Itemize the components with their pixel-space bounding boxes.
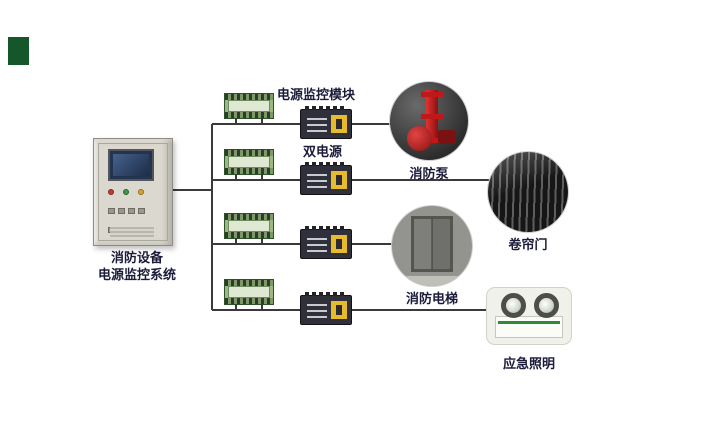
monitoring-cabinet <box>93 138 173 246</box>
cabinet-door <box>98 143 168 241</box>
module-faceplate <box>228 156 270 168</box>
module-lead <box>261 174 263 179</box>
ats-marking <box>307 250 327 252</box>
power-monitor-module-2 <box>224 149 274 179</box>
ats-marking <box>307 244 327 246</box>
dual-power-switch-4 <box>300 292 352 325</box>
dual-power-switch-2 <box>300 162 352 195</box>
indicator-red <box>108 189 114 195</box>
pump-motor <box>438 130 456 144</box>
fire-elevator-photo <box>392 206 472 286</box>
indicator-yellow <box>138 189 145 195</box>
module-faceplate <box>228 100 270 112</box>
ats-terminals <box>305 226 347 230</box>
label-roller-door: 卷帘门 <box>508 238 548 253</box>
module-terminals <box>225 94 273 100</box>
keypad-key <box>118 208 125 214</box>
label-emergency-lighting: 应急照明 <box>502 357 555 372</box>
emergency-lamp-left <box>501 293 526 318</box>
power-monitor-module-4 <box>224 279 274 309</box>
emergency-lamp-right <box>534 293 559 318</box>
ats-terminals <box>305 292 347 296</box>
ats-marking <box>307 118 327 120</box>
ats-marking <box>307 310 327 312</box>
label-dual-power: 双电源 <box>303 145 343 160</box>
pump-flange <box>421 138 443 143</box>
module-terminals <box>225 214 273 220</box>
keypad-key <box>138 208 145 214</box>
module-terminals <box>225 112 273 118</box>
fire-pump-photo <box>390 82 468 160</box>
module-lead <box>261 304 263 309</box>
brand-logo-icon <box>8 37 29 65</box>
ats-marking <box>307 186 327 188</box>
module-terminals <box>225 232 273 238</box>
ats-terminals <box>305 106 347 110</box>
label-fire-elevator: 消防电梯 <box>405 292 458 307</box>
module-terminals <box>225 168 273 174</box>
module-lead <box>261 118 263 123</box>
emergency-light-photo <box>486 287 572 345</box>
ats-marking <box>307 130 327 132</box>
module-faceplate <box>228 286 270 298</box>
module-terminals <box>225 280 273 286</box>
ats-terminals <box>305 162 347 166</box>
ats-marking <box>307 238 327 240</box>
cabinet-title-line1: 消防设备 <box>110 251 163 266</box>
roller-door-photo <box>488 152 568 232</box>
ats-handle <box>336 175 342 185</box>
ats-handle <box>336 239 342 249</box>
emergency-light-body <box>495 316 563 338</box>
indicator-green <box>123 189 130 195</box>
label-fire-pump: 消防泵 <box>409 167 449 182</box>
cabinet-vent <box>110 227 154 237</box>
module-lead <box>235 304 237 309</box>
dual-power-switch-3 <box>300 226 352 259</box>
roller-door-highlight <box>488 152 568 232</box>
dual-power-switch-1 <box>300 106 352 139</box>
cabinet-title-line2: 电源监控系统 <box>97 268 176 283</box>
ats-marking <box>307 304 327 306</box>
keypad-key <box>128 208 135 214</box>
module-lead <box>235 238 237 243</box>
cabinet-display-screen <box>108 149 154 181</box>
elevator-floor <box>392 276 472 286</box>
pump-flange <box>421 92 443 97</box>
module-lead <box>235 118 237 123</box>
pump-volute <box>407 126 432 151</box>
ats-marking <box>307 316 327 318</box>
ats-marking <box>307 174 327 176</box>
cabinet-screen-glow <box>113 154 149 176</box>
cabinet-title: 消防设备 电源监控系统 <box>57 250 217 284</box>
module-terminals <box>225 298 273 304</box>
cabinet-indicator-lights <box>108 189 158 214</box>
ats-handle <box>336 305 342 315</box>
module-lead <box>235 174 237 179</box>
ats-marking <box>307 180 327 182</box>
ats-marking <box>307 124 327 126</box>
module-terminals <box>225 150 273 156</box>
emergency-light-green-stripe <box>498 321 560 324</box>
elevator-doors <box>414 219 450 269</box>
module-lead <box>261 238 263 243</box>
keypad-key <box>108 208 115 214</box>
module-faceplate <box>228 220 270 232</box>
power-monitor-module-3 <box>224 213 274 243</box>
power-monitor-module-1 <box>224 93 274 123</box>
ats-handle <box>336 119 342 129</box>
pump-flange <box>421 114 443 119</box>
elevator-frame <box>411 216 453 272</box>
label-power-monitor-module: 电源监控模块 <box>277 88 356 103</box>
